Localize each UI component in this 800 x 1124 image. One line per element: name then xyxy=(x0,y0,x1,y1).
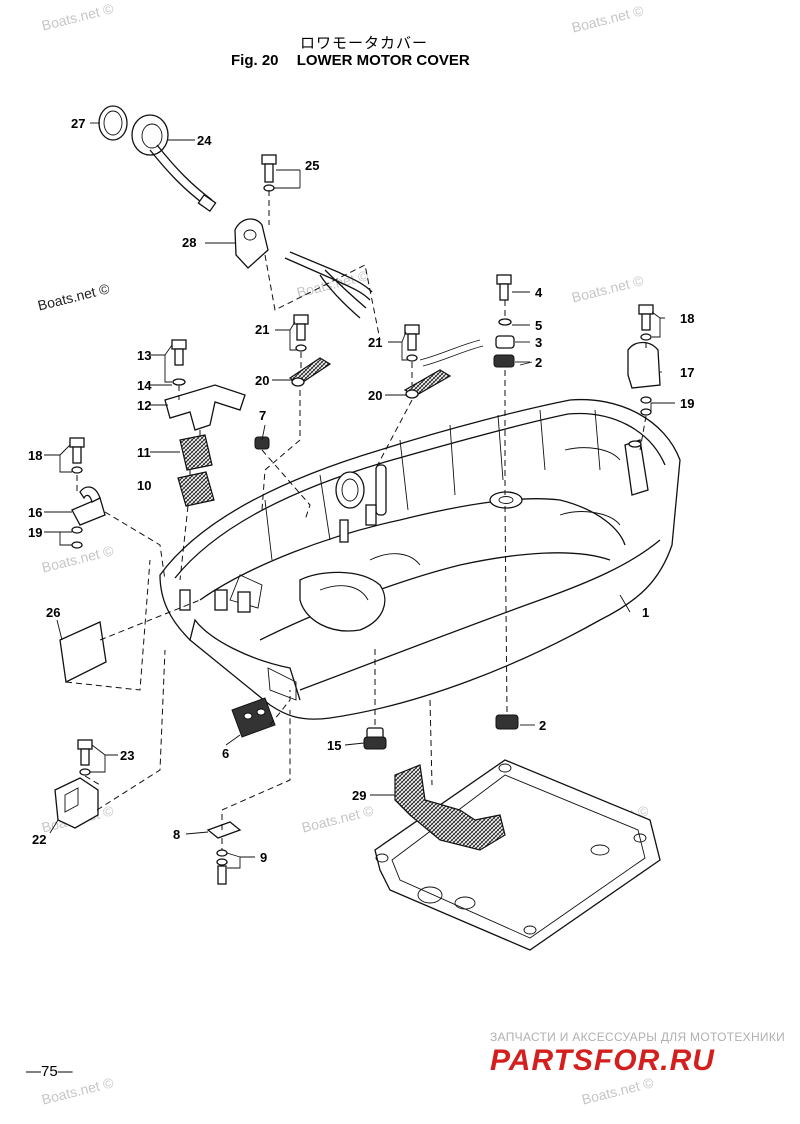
plug-7 xyxy=(254,436,270,450)
bolt-18-right xyxy=(638,304,654,341)
nut-2-lower xyxy=(495,714,519,730)
stud-bolt-4 xyxy=(493,274,515,368)
callout-20-right: 20 xyxy=(368,388,383,403)
callout-5: 5 xyxy=(535,318,543,333)
figure-title: Fig. 20 LOWER MOTOR COVER xyxy=(231,52,470,69)
rubber-block-10 xyxy=(177,471,215,507)
callout-20-left: 20 xyxy=(255,373,270,388)
callout-27: 27 xyxy=(71,116,86,131)
callout-1: 1 xyxy=(642,605,650,620)
callout-8: 8 xyxy=(173,827,181,842)
bolt-21 xyxy=(293,314,420,362)
callout-29: 29 xyxy=(352,788,367,803)
callout-28: 28 xyxy=(182,235,197,250)
callout-21-right: 21 xyxy=(368,335,383,350)
bracket-16 xyxy=(71,486,106,549)
cable-grommet xyxy=(131,114,217,213)
callout-7: 7 xyxy=(259,408,267,423)
callout-26: 26 xyxy=(46,605,61,620)
label-plate-26 xyxy=(59,621,107,683)
callout-19-right: 19 xyxy=(680,396,695,411)
leader-lines xyxy=(65,190,647,850)
shop-brand-logo: PARTSFOR.RU xyxy=(490,1044,715,1077)
callout-15: 15 xyxy=(327,738,342,753)
callout-18-left: 18 xyxy=(28,448,43,463)
screw-9 xyxy=(216,849,228,885)
callout-4: 4 xyxy=(535,285,543,300)
callout-11: 11 xyxy=(137,445,151,460)
callout-25: 25 xyxy=(305,158,320,173)
callout-10: 10 xyxy=(137,478,152,493)
lower-cover-shell xyxy=(159,398,681,720)
grommet-ring xyxy=(98,105,128,141)
callout-19-left: 19 xyxy=(28,525,43,540)
grommet-6 xyxy=(231,697,276,738)
callout-2-upper: 2 xyxy=(535,355,543,370)
bolt-13 xyxy=(171,339,187,386)
callout-leaders xyxy=(44,122,675,869)
callout-13: 13 xyxy=(137,348,152,363)
callout-23: 23 xyxy=(120,748,135,763)
bolt-23 xyxy=(77,739,93,776)
callout-24: 24 xyxy=(197,133,212,148)
figure-title-text: LOWER MOTOR COVER xyxy=(296,52,470,69)
cable-clamp-20 xyxy=(288,339,484,399)
drain-plug-15 xyxy=(363,727,387,750)
bolt-25 xyxy=(261,154,277,192)
rubber-block-11 xyxy=(179,434,213,471)
callout-3: 3 xyxy=(535,335,543,350)
mounting-plate-base xyxy=(374,759,661,951)
callout-22: 22 xyxy=(32,832,47,847)
title-japanese: ロワモータカバー xyxy=(300,35,429,52)
callout-6: 6 xyxy=(222,746,230,761)
callout-12: 12 xyxy=(137,398,152,413)
guide-bracket-12 xyxy=(164,384,246,431)
cable-bracket xyxy=(234,218,269,269)
shop-tagline: ЗАПЧАСТИ И АКСЕССУАРЫ ДЛЯ МОТОТЕХНИКИ xyxy=(490,1030,786,1044)
callout-14: 14 xyxy=(137,378,152,393)
bolt-18-left xyxy=(69,437,85,474)
clip-8 xyxy=(206,821,242,839)
callout-18-right: 18 xyxy=(680,311,695,326)
callout-2-lower: 2 xyxy=(539,718,547,733)
callout-9: 9 xyxy=(260,850,268,865)
figure-number: Fig. 20 xyxy=(231,52,279,69)
callout-17: 17 xyxy=(680,365,695,380)
callout-16: 16 xyxy=(28,505,43,520)
wire-harness xyxy=(284,251,373,319)
bracket-22 xyxy=(54,777,99,829)
callout-21-left: 21 xyxy=(255,322,270,337)
page-number: —75— xyxy=(26,1063,73,1080)
bracket-17 xyxy=(627,341,661,416)
